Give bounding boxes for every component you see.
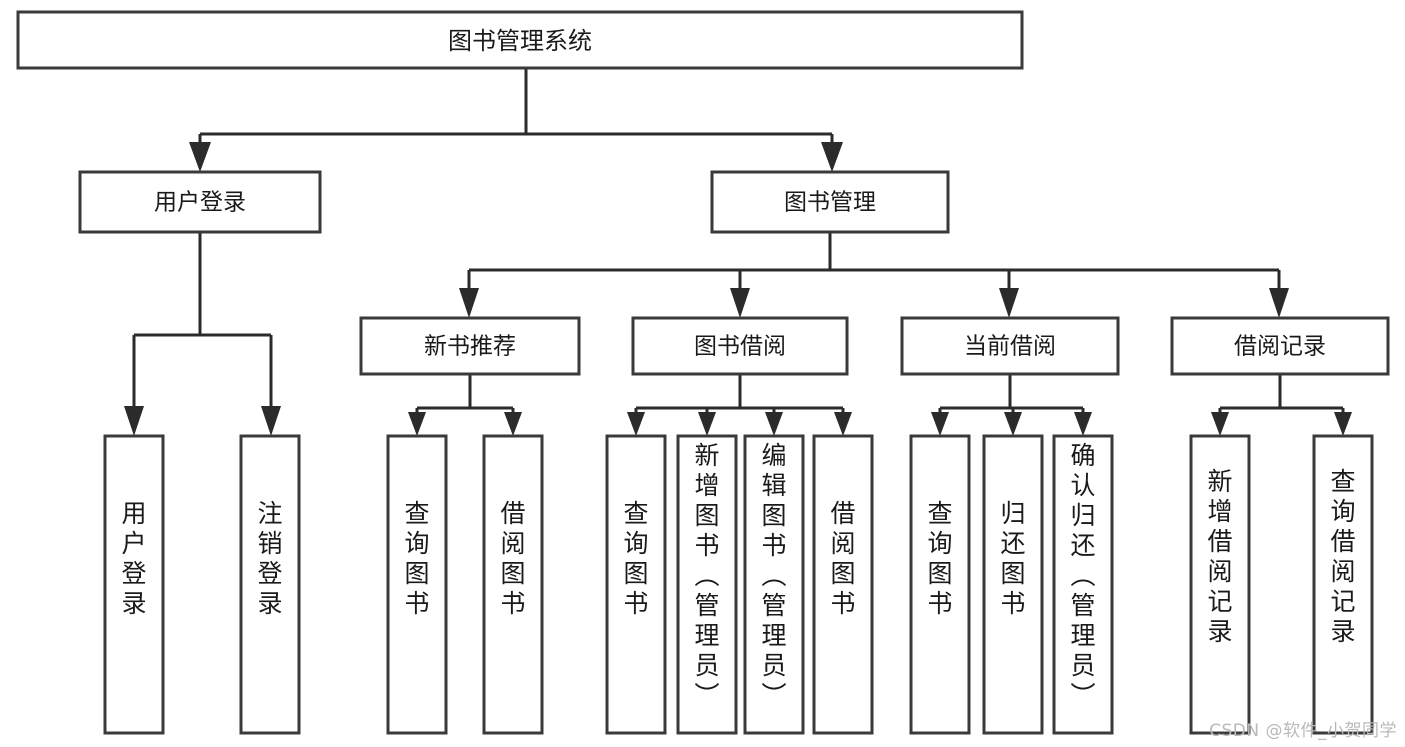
arrow-head-user-login <box>189 142 211 172</box>
node-leaf-borrow-book-2-box[interactable] <box>812 434 874 735</box>
node-book-management-box[interactable] <box>710 170 950 234</box>
node-current-borrow-box[interactable] <box>900 316 1120 376</box>
node-book-borrow[interactable]: 图书借阅 <box>631 316 849 376</box>
node-current-borrow-label: 当前借阅 <box>964 334 1056 360</box>
node-new-book-recommend[interactable]: 新书推荐 <box>359 316 581 376</box>
arrow-head-leaf-user-login <box>124 406 144 436</box>
node-leaf-edit-book[interactable]: 编辑图书︵管理员︶ <box>743 434 805 735</box>
node-new-book-recommend-box[interactable] <box>359 316 581 376</box>
node-leaf-borrow-book-1-label: 借阅图书 <box>500 499 525 618</box>
node-leaf-return-book[interactable]: 归还图书 <box>982 434 1044 735</box>
node-leaf-query-book-1-label: 查询图书 <box>404 499 429 618</box>
connector-group-borrow-record <box>1211 374 1352 436</box>
node-leaf-add-record-label: 新增借阅记录 <box>1207 467 1232 646</box>
node-user-login-box[interactable] <box>78 170 322 234</box>
node-leaf-borrow-book-2-label: 借阅图书 <box>830 499 855 618</box>
node-book-borrow-label: 图书借阅 <box>694 334 786 360</box>
arrow-head-leaf-add-book <box>698 412 716 436</box>
node-leaf-user-login-box[interactable] <box>103 434 165 735</box>
connector-group-book-borrow <box>627 374 852 436</box>
arrow-head-leaf-borrow-book-2 <box>834 412 852 436</box>
connector-group-new-book-recommend <box>408 374 522 436</box>
node-leaf-add-book-label: 新增图书︵管理员︶ <box>694 441 719 710</box>
node-user-login[interactable]: 用户登录 <box>78 170 322 234</box>
arrow-head-leaf-query-record <box>1334 412 1352 436</box>
arrow-head-leaf-confirm-return <box>1074 412 1092 436</box>
arrow-head-book-management <box>821 142 843 172</box>
node-leaf-confirm-return-label: 确认归还︵管理员︶ <box>1070 441 1095 710</box>
arrow-head-leaf-edit-book <box>765 412 783 436</box>
arrow-head-leaf-borrow-book-1 <box>504 412 522 436</box>
node-user-login-label: 用户登录 <box>154 190 246 216</box>
node-book-management-label: 图书管理 <box>784 190 876 216</box>
connector-group-book-management <box>459 232 1289 318</box>
node-leaf-query-book-3-box[interactable] <box>909 434 971 735</box>
arrow-head-leaf-query-book-3 <box>931 412 949 436</box>
node-borrow-record[interactable]: 借阅记录 <box>1170 316 1390 376</box>
node-leaf-query-book-3-label: 查询图书 <box>927 499 952 618</box>
node-leaf-confirm-return[interactable]: 确认归还︵管理员︶ <box>1052 434 1114 735</box>
node-borrow-record-label: 借阅记录 <box>1234 334 1326 360</box>
node-root-label: 图书管理系统 <box>448 27 592 55</box>
arrow-head-leaf-return-book <box>1004 412 1022 436</box>
arrow-head-borrow-record <box>1269 288 1289 318</box>
node-leaf-user-login-label: 用户登录 <box>121 499 146 618</box>
arrow-head-book-borrow <box>730 288 750 318</box>
node-leaf-query-book-2[interactable]: 查询图书 <box>605 434 667 735</box>
arrow-head-new-book-recommend <box>459 288 479 318</box>
node-leaf-user-login[interactable]: 用户登录 <box>103 434 165 735</box>
node-leaf-add-book-box[interactable] <box>676 434 738 735</box>
node-leaf-borrow-book-1[interactable]: 借阅图书 <box>482 434 544 735</box>
node-leaf-query-record-label: 查询借阅记录 <box>1330 467 1355 646</box>
connector-group-root <box>189 68 843 172</box>
node-root[interactable]: 图书管理系统 <box>16 10 1024 70</box>
arrow-head-leaf-query-book-1 <box>408 412 426 436</box>
node-borrow-record-box[interactable] <box>1170 316 1390 376</box>
node-leaf-add-record-box[interactable] <box>1189 434 1251 735</box>
node-leaf-return-book-label: 归还图书 <box>1000 499 1025 618</box>
node-root-box[interactable] <box>16 10 1024 70</box>
node-leaf-return-book-box[interactable] <box>982 434 1044 735</box>
node-leaf-user-logout-label: 注销登录 <box>257 499 282 618</box>
arrow-head-leaf-add-record <box>1211 412 1229 436</box>
node-leaf-confirm-return-box[interactable] <box>1052 434 1114 735</box>
node-leaf-query-book-2-box[interactable] <box>605 434 667 735</box>
node-leaf-borrow-book-1-box[interactable] <box>482 434 544 735</box>
node-new-book-recommend-label: 新书推荐 <box>424 334 516 360</box>
arrow-head-current-borrow <box>999 288 1019 318</box>
node-leaf-edit-book-box[interactable] <box>743 434 805 735</box>
arrow-head-leaf-query-book-2 <box>627 412 645 436</box>
node-leaf-query-record-box[interactable] <box>1312 434 1374 735</box>
node-leaf-query-book-3[interactable]: 查询图书 <box>909 434 971 735</box>
node-leaf-borrow-book-2[interactable]: 借阅图书 <box>812 434 874 735</box>
connector-group-current-borrow <box>931 374 1092 436</box>
node-leaf-add-record[interactable]: 新增借阅记录 <box>1189 434 1251 735</box>
node-book-borrow-box[interactable] <box>631 316 849 376</box>
node-current-borrow[interactable]: 当前借阅 <box>900 316 1120 376</box>
arrow-head-leaf-user-logout <box>261 406 281 436</box>
connector-group-user-login <box>124 232 281 436</box>
node-leaf-query-record[interactable]: 查询借阅记录 <box>1312 434 1374 735</box>
node-leaf-add-book[interactable]: 新增图书︵管理员︶ <box>676 434 738 735</box>
node-leaf-query-book-1-box[interactable] <box>386 434 448 735</box>
node-leaf-user-logout-box[interactable] <box>239 434 301 735</box>
node-leaf-user-logout[interactable]: 注销登录 <box>239 434 301 735</box>
node-book-management[interactable]: 图书管理 <box>710 170 950 234</box>
node-leaf-query-book-1[interactable]: 查询图书 <box>386 434 448 735</box>
node-leaf-edit-book-label: 编辑图书︵管理员︶ <box>761 441 786 710</box>
node-leaf-query-book-2-label: 查询图书 <box>623 499 648 618</box>
